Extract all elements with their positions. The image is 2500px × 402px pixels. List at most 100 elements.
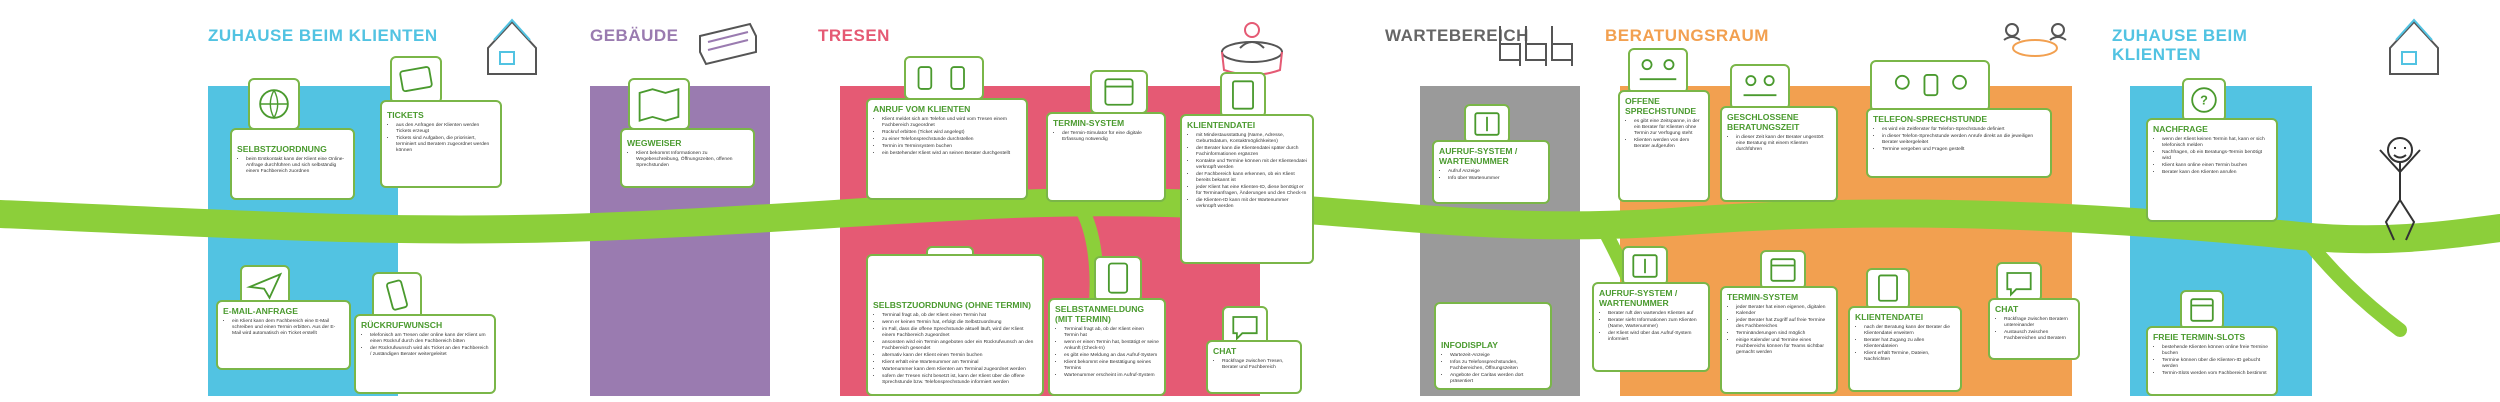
card-list: Berater ruft den wartenden Klienten auf … bbox=[1599, 311, 1703, 343]
path-branch-3 bbox=[2293, 225, 2407, 337]
card-title: SELBSTZUORDNUNG (OHNE TERMIN) bbox=[873, 300, 1032, 310]
card-list: aus den Anfragen der Klienten werden Tic… bbox=[387, 123, 495, 154]
chairs-icon bbox=[1499, 26, 1573, 66]
card-geschlossene[interactable]: GESCHLOSSENE BERATUNGSZEIT in dieser Zei… bbox=[1720, 106, 1838, 202]
card-item: mit Mindestausstattung (Name, Adresse, G… bbox=[1196, 133, 1307, 145]
card-selbstzuordnung-ohne[interactable]: SELBSTZUORDNUNG (OHNE TERMIN) Terminal f… bbox=[866, 254, 1044, 396]
card-terminsystem-1[interactable]: TERMIN-SYSTEM der Termin-Simulator für e… bbox=[1046, 112, 1166, 202]
card-offene[interactable]: OFFENE SPRECHSTUNDE es gibt eine Zeitspa… bbox=[1618, 90, 1710, 202]
card-item: der Klient wird über das Aufruf-System i… bbox=[1608, 331, 1703, 343]
card-item: Terminal fragt ab, ob der Klient einen T… bbox=[1064, 327, 1159, 339]
card-aufruf-2[interactable]: AUFRUF-SYSTEM / WARTENUMMER Berater ruft… bbox=[1592, 282, 1710, 372]
section-title-tresen: TRESEN bbox=[818, 26, 890, 45]
card-freie[interactable]: FREIE TERMIN-SLOTS bestehende Klienten k… bbox=[2146, 326, 2278, 396]
card-title: WEGWEISER bbox=[627, 138, 682, 148]
question-icon: ? bbox=[2191, 87, 2217, 113]
card-item: Rückruf erbitten (Ticket wird angelegt) bbox=[882, 130, 1021, 136]
map-icon bbox=[638, 88, 680, 122]
card-item: Berater hat Zugang zu allen Klientendate… bbox=[1864, 338, 1955, 350]
card-item: Wartenummer erscheint im Aufruf-System bbox=[1064, 373, 1159, 379]
card-item: Terminänderungen sind möglich bbox=[1736, 331, 1831, 337]
card-klientendatei-1[interactable]: KLIENTENDATEI mit Mindestausstattung (Na… bbox=[1180, 114, 1314, 264]
card-title: TELEFON-SPRECHSTUNDE bbox=[1873, 114, 1988, 124]
icon-box-anruf bbox=[904, 56, 984, 100]
card-rueckrufwunsch[interactable]: RÜCKRUFWUNSCH telefonisch am Tresen oder… bbox=[354, 314, 496, 394]
card-item: sofern der Tresen nicht besetzt ist, kan… bbox=[882, 374, 1037, 386]
phone-icon bbox=[386, 279, 408, 311]
card-item: Wartenummer kann dem Klienten am Termina… bbox=[882, 367, 1037, 373]
card-item: beim Erstkontakt kann der Klient eine On… bbox=[246, 157, 348, 175]
card-aufruf-1[interactable]: AUFRUF-SYSTEM / WARTENUMMER Aufruf Anzei… bbox=[1432, 140, 1550, 204]
card-item: die Klienten-ID kann mit der Wartenummer… bbox=[1196, 198, 1307, 210]
section-title-zuhause-2: ZUHAUSE BEIM KLIENTEN bbox=[2112, 26, 2247, 64]
card-item: jeder Berater hat Zugriff auf freie Term… bbox=[1736, 318, 1831, 330]
card-item: in dieser Zeit kann der Berater ungestör… bbox=[1736, 135, 1831, 153]
people-table-icon bbox=[1639, 59, 1677, 81]
card-list: Wartezeit-Anzeige Infos zu Telefonsprech… bbox=[1441, 353, 1545, 385]
ticket-icon bbox=[399, 66, 433, 93]
card-item: Klient erhält eine Wartenummer am Termin… bbox=[882, 360, 1037, 366]
card-item: Terminal fragt ab, ob der Klient einen T… bbox=[882, 313, 1037, 319]
card-chat-1[interactable]: CHAT Rückfrage zwischen Tresen, Berater … bbox=[1206, 340, 1302, 394]
card-title: TERMIN-SYSTEM bbox=[1727, 292, 1799, 302]
building-icon bbox=[699, 22, 757, 66]
card-item: es gibt eine Meldung an das Aufruf-Syste… bbox=[1064, 353, 1159, 359]
card-list: es wird ein Zeitfenster für Telefon-Spre… bbox=[1873, 127, 2045, 153]
card-item: zu einer Telefonsprechstunde durchstelle… bbox=[882, 137, 1021, 143]
icon-box-chat-2 bbox=[1996, 262, 2042, 302]
card-item: ansonsten wird ein Termin angeboten oder… bbox=[882, 340, 1037, 352]
card-item: Termin im Terminsystem buchen bbox=[882, 144, 1021, 150]
card-item: Klient bekommt eine Bestätigung seines T… bbox=[1064, 360, 1159, 372]
card-selbstzuordnung[interactable]: SELBSTZUORDNUNG beim Erstkontakt kann de… bbox=[230, 128, 355, 200]
card-list: jeder Berater hat einen eigenen, digital… bbox=[1727, 305, 1831, 356]
card-anruf[interactable]: ANRUF VOM KLIENTEN Klient meldet sich am… bbox=[866, 98, 1028, 200]
card-item: Kontakte und Termine können mit der Klie… bbox=[1196, 159, 1307, 171]
card-item: ein Klient kann dem Fachbereich eine E-M… bbox=[232, 319, 344, 337]
card-item: Klienten werden von dem Berater aufgeruf… bbox=[1634, 138, 1703, 150]
card-item: Termine vergeben und Fragen gestellt bbox=[1882, 147, 2045, 153]
icon-box-telefon bbox=[1870, 60, 1990, 112]
card-item: der Rückrufwunsch wird als Ticket an den… bbox=[370, 346, 489, 358]
card-wegweiser[interactable]: WEGWEISER Klient bekommt Informationen z… bbox=[620, 128, 755, 188]
house-icon-2 bbox=[2389, 18, 2439, 75]
card-item: Berater kann den Klienten anrufen bbox=[2162, 170, 2271, 176]
path-main bbox=[0, 188, 2500, 254]
chat-bubble-icon bbox=[1232, 316, 1258, 341]
card-list: ein Klient kann dem Fachbereich eine E-M… bbox=[223, 319, 344, 337]
card-item: im Fall, dass die offene Sprechstunde ak… bbox=[882, 327, 1037, 339]
card-item: Klient bekommt Informationen zu Wegebesc… bbox=[636, 151, 748, 169]
card-item: Berater ruft den wartenden Klienten auf bbox=[1608, 311, 1703, 317]
card-title: CHAT bbox=[1213, 346, 1237, 356]
card-title: INFODISPLAY bbox=[1441, 340, 1498, 350]
card-selbstanmeldung[interactable]: SELBSTANMELDUNG (MIT TERMIN) Terminal fr… bbox=[1048, 298, 1166, 396]
section-title-beratungsraum: BERATUNGSRAUM bbox=[1605, 26, 1769, 45]
card-list: Terminal fragt ab, ob der Klient einen T… bbox=[1055, 327, 1159, 379]
card-nachfrage[interactable]: NACHFRAGE wenn der Klient keinen Termin … bbox=[2146, 118, 2278, 222]
card-list: es gibt eine Zeitspanne, in der ein Bera… bbox=[1625, 119, 1703, 150]
card-list: Rückfrage zwischen Beratern untereinande… bbox=[1995, 317, 2073, 342]
svg-text:?: ? bbox=[2200, 93, 2208, 108]
card-item: wenn er keinen Termin hat, erfolgt die S… bbox=[882, 320, 1037, 326]
card-item: Info über Wartenummer bbox=[1448, 176, 1543, 182]
card-item: Klient kann online einen Termin buchen bbox=[2162, 163, 2271, 169]
card-title: ANRUF VOM KLIENTEN bbox=[873, 104, 971, 114]
card-item: wenn der Klient keinen Termin hat, kann … bbox=[2162, 137, 2271, 149]
card-telefon[interactable]: TELEFON-SPRECHSTUNDE es wird ein Zeitfen… bbox=[1866, 108, 2052, 178]
card-item: der Termin-Simulator für eine digitale E… bbox=[1062, 131, 1159, 143]
card-infodisplay[interactable]: INFODISPLAY Wartezeit-Anzeige Infos zu T… bbox=[1434, 302, 1552, 390]
telephone-icon bbox=[1894, 74, 1967, 97]
section-title-zuhause-2-line1: ZUHAUSE BEIM bbox=[2112, 26, 2248, 45]
card-terminsystem-2[interactable]: TERMIN-SYSTEM jeder Berater hat einen ei… bbox=[1720, 286, 1838, 394]
card-tickets[interactable]: TICKETS aus den Anfragen der Klienten we… bbox=[380, 100, 502, 188]
card-title: OFFENE SPRECHSTUNDE bbox=[1625, 96, 1697, 116]
card-item: Wartezeit-Anzeige bbox=[1450, 353, 1545, 359]
card-item: der Fachbereich kann erkennen, ob ein Kl… bbox=[1196, 172, 1307, 184]
card-klientendatei-2[interactable]: KLIENTENDATEI nach der Beratung kann der… bbox=[1848, 306, 1962, 392]
section-title-wartebereich: WARTEBEREICH bbox=[1385, 26, 1529, 45]
card-chat-2[interactable]: CHAT Rückfrage zwischen Beratern unterei… bbox=[1988, 298, 2080, 360]
card-email-anfrage[interactable]: E-MAIL-ANFRAGE ein Klient kann dem Fachb… bbox=[216, 300, 351, 370]
card-item: aus den Anfragen der Klienten werden Tic… bbox=[396, 123, 495, 135]
chat-bubble-icon-2 bbox=[2006, 272, 2032, 297]
